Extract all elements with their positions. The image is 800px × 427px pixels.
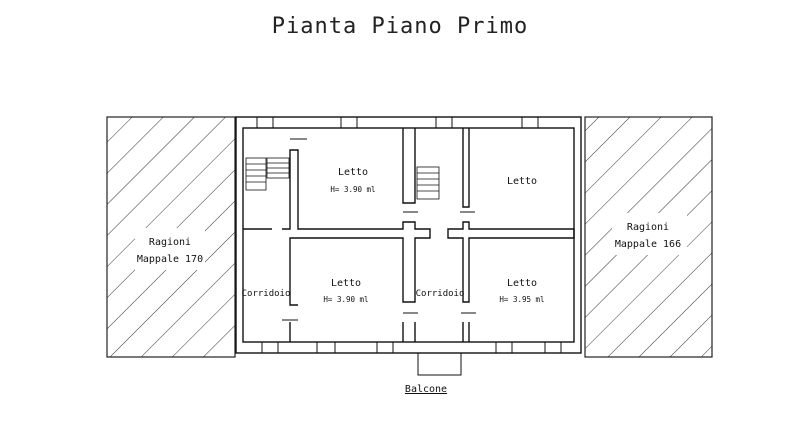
windows xyxy=(256,116,562,354)
right-area-label-2: Mappale 166 xyxy=(615,239,681,250)
balcony-outline xyxy=(417,353,462,376)
building-walls xyxy=(235,116,582,354)
door-marks xyxy=(282,138,476,321)
room-name: Letto xyxy=(338,167,368,178)
room-name: Letto xyxy=(507,176,537,187)
room-height: H= 3.90 ml xyxy=(330,185,375,194)
room-name: Letto xyxy=(331,278,361,289)
corridor-label: Corridoio xyxy=(416,289,465,299)
staircase xyxy=(245,157,440,200)
left-area-label-1: Ragioni xyxy=(149,237,191,248)
balcony-label: Balcone xyxy=(405,384,447,395)
room-name: Letto xyxy=(507,278,537,289)
right-area-label-1: Ragioni xyxy=(627,222,669,233)
left-neighbour-area: Ragioni Mappale 170 xyxy=(106,116,236,358)
corridor-label: Corridoio xyxy=(242,289,291,299)
room-height: H= 3.90 ml xyxy=(323,295,368,304)
plan-title: Pianta Piano Primo xyxy=(271,14,529,39)
room-height: H= 3.95 ml xyxy=(499,295,544,304)
right-neighbour-area: Ragioni Mappale 166 xyxy=(584,116,713,358)
left-area-label-2: Mappale 170 xyxy=(137,254,203,265)
